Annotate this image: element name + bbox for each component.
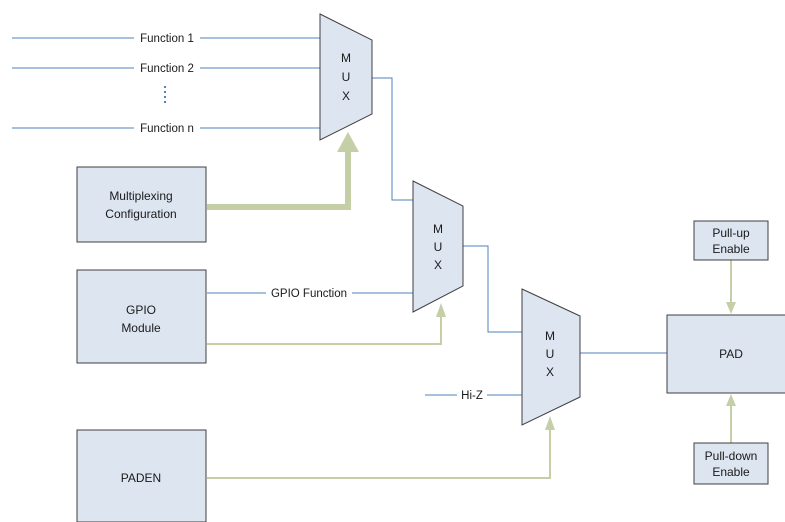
mux-1-letter-m: M bbox=[341, 51, 351, 65]
pad-rect bbox=[666, 314, 785, 394]
pad-label: PAD bbox=[719, 347, 743, 361]
pull-up-enable-label-1: Pull-up bbox=[712, 226, 750, 240]
pull-up-enable-label-2: Enable bbox=[712, 242, 750, 256]
mux1-to-mux2-line bbox=[372, 77, 413, 201]
function-2-label: Function 2 bbox=[140, 63, 194, 75]
mux-2-letter-u: U bbox=[434, 240, 443, 254]
function-1-label: Function 1 bbox=[140, 33, 194, 45]
multiplexing-configuration-box: Multiplexing Configuration bbox=[76, 166, 207, 243]
function-n-label: Function n bbox=[140, 123, 194, 135]
gpio-function-label: GPIO Function bbox=[271, 288, 347, 300]
mux-1-letter-x: X bbox=[342, 89, 350, 103]
gpio-module-label-2: Module bbox=[121, 321, 161, 335]
mux2-select-arrow bbox=[436, 303, 446, 317]
mux-2-body bbox=[412, 180, 464, 313]
gpio-module-rect bbox=[76, 269, 207, 364]
pull-down-enable-label-1: Pull-down bbox=[705, 449, 758, 463]
paden-label: PADEN bbox=[121, 471, 161, 485]
gpio-module-label-1: GPIO bbox=[126, 303, 156, 317]
mux1-select-arrow bbox=[337, 132, 359, 152]
multiplexing-configuration-label-2: Configuration bbox=[105, 207, 176, 221]
mux2-to-mux3-line bbox=[463, 245, 522, 333]
pulldown-arrow bbox=[726, 394, 736, 406]
mux-3: M U X bbox=[521, 288, 581, 426]
pull-down-enable-label-2: Enable bbox=[712, 465, 750, 479]
pad-box: PAD bbox=[666, 314, 785, 394]
mux-3-body bbox=[521, 288, 581, 426]
mux-config-control-line bbox=[207, 150, 351, 210]
input-labels: Function 1 Function 2 Function n GPIO Fu… bbox=[134, 31, 487, 402]
pull-up-enable-rect bbox=[693, 220, 769, 261]
mux-1: M U X bbox=[319, 13, 373, 141]
paden-rect bbox=[76, 429, 207, 522]
gpio-module-box: GPIO Module bbox=[76, 269, 207, 364]
mux-1-body bbox=[319, 13, 373, 141]
mux-1-letter-u: U bbox=[342, 70, 351, 84]
mux3-select-arrow bbox=[545, 416, 555, 430]
pull-down-enable-box: Pull-down Enable bbox=[693, 442, 769, 485]
paden-select-line bbox=[207, 428, 551, 479]
mux-2-letter-m: M bbox=[433, 222, 443, 236]
pullup-arrow bbox=[726, 302, 736, 314]
mux-3-letter-x: X bbox=[546, 365, 554, 379]
mux-2-letter-x: X bbox=[434, 258, 442, 272]
pull-up-enable-box: Pull-up Enable bbox=[693, 220, 769, 261]
mux-3-letter-m: M bbox=[545, 329, 555, 343]
pull-down-enable-rect bbox=[693, 442, 769, 485]
gpio-select-line bbox=[207, 315, 442, 345]
hiz-label: Hi-Z bbox=[461, 390, 483, 402]
paden-box: PADEN bbox=[76, 429, 207, 522]
mux-2: M U X bbox=[412, 180, 464, 313]
control-lines bbox=[207, 132, 736, 479]
multiplexing-configuration-rect bbox=[76, 166, 207, 243]
multiplexing-configuration-label-1: Multiplexing bbox=[109, 189, 172, 203]
mux-3-letter-u: U bbox=[546, 347, 555, 361]
